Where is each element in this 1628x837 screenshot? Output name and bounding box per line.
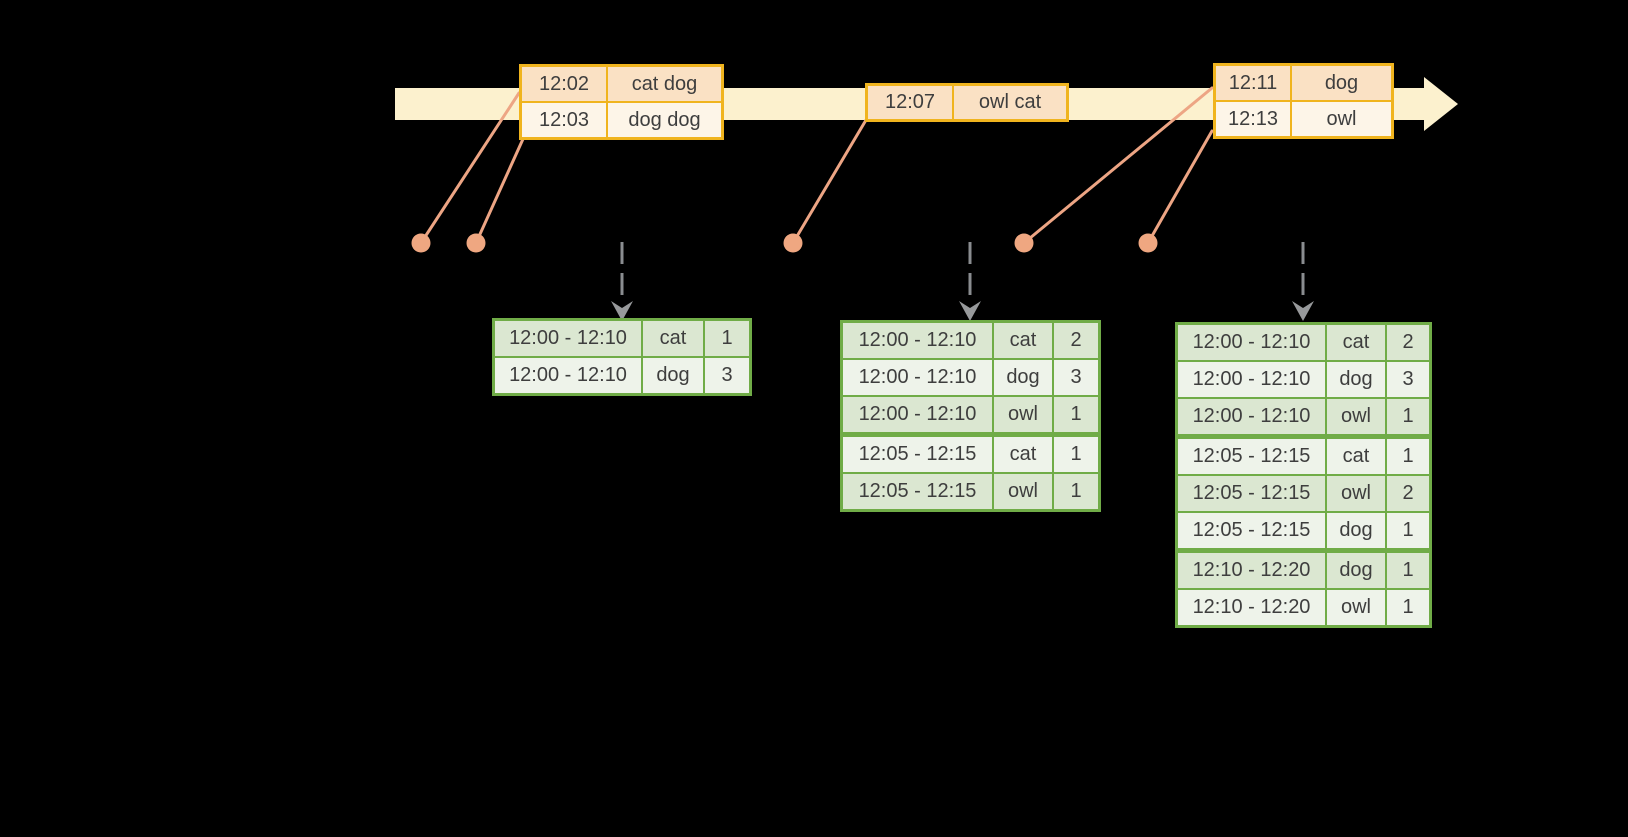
event-dot — [466, 233, 486, 253]
event-words-cell: owl cat — [954, 86, 1066, 119]
event-dot — [1014, 233, 1034, 253]
window-cell: 12:05 - 12:15 — [843, 437, 992, 472]
window-cell: 12:05 - 12:15 — [1178, 513, 1325, 548]
window-cell: 12:00 - 12:10 — [843, 397, 992, 432]
event-words-cell: dog dog — [608, 103, 721, 137]
count-cell: 2 — [1387, 325, 1429, 360]
event-dot — [1138, 233, 1158, 253]
table-row: 12:00 - 12:10 cat 1 — [495, 321, 749, 356]
count-cell: 1 — [1387, 399, 1429, 434]
word-cell: owl — [1327, 476, 1385, 511]
word-cell: dog — [1327, 362, 1385, 397]
event-time-cell: 12:02 — [522, 67, 606, 101]
table-row: 12:00 - 12:10 dog 3 — [843, 360, 1098, 395]
word-cell: dog — [1327, 513, 1385, 548]
event-words-cell: owl — [1292, 102, 1391, 136]
count-cell: 1 — [705, 321, 749, 356]
table-row: 12:00 - 12:10 cat 2 — [843, 323, 1098, 358]
count-cell: 1 — [1054, 397, 1098, 432]
trigger-arrowhead-icon — [1292, 301, 1314, 321]
window-cell: 12:00 - 12:10 — [495, 321, 641, 356]
word-cell: owl — [994, 397, 1052, 432]
table-row: 12:05 - 12:15 cat 1 — [1178, 439, 1429, 474]
word-cell: dog — [994, 360, 1052, 395]
word-cell: cat — [994, 437, 1052, 472]
result-table-1: 12:00 - 12:10 cat 1 12:00 - 12:10 dog 3 — [492, 318, 752, 396]
word-cell: cat — [1327, 439, 1385, 474]
count-cell: 1 — [1387, 590, 1429, 625]
event-time-cell: 12:11 — [1216, 66, 1290, 100]
window-cell: 12:00 - 12:10 — [1178, 362, 1325, 397]
event-words-cell: dog — [1292, 66, 1391, 100]
window-cell: 12:00 - 12:10 — [495, 358, 641, 393]
input-batch-table-1: 12:02 cat dog 12:03 dog dog — [519, 64, 724, 140]
window-cell: 12:05 - 12:15 — [843, 474, 992, 509]
count-cell: 3 — [1387, 362, 1429, 397]
count-cell: 2 — [1387, 476, 1429, 511]
window-cell: 12:10 - 12:20 — [1178, 553, 1325, 588]
window-cell: 12:10 - 12:20 — [1178, 590, 1325, 625]
window-cell: 12:00 - 12:10 — [843, 360, 992, 395]
count-cell: 1 — [1054, 474, 1098, 509]
table-row: 12:00 - 12:10 dog 3 — [495, 358, 749, 393]
table-row: 12:10 - 12:20 owl 1 — [1178, 590, 1429, 625]
table-row: 12:00 - 12:10 dog 3 — [1178, 362, 1429, 397]
connector-line — [1146, 129, 1214, 245]
word-cell: cat — [994, 323, 1052, 358]
connector-line — [474, 137, 525, 245]
word-cell: cat — [1327, 325, 1385, 360]
window-cell: 12:00 - 12:10 — [1178, 325, 1325, 360]
count-cell: 1 — [1387, 553, 1429, 588]
event-time-cell: 12:13 — [1216, 102, 1290, 136]
window-cell: 12:00 - 12:10 — [1178, 399, 1325, 434]
count-cell: 1 — [1387, 513, 1429, 548]
table-row: 12:10 - 12:20 dog 1 — [1178, 553, 1429, 588]
word-cell: owl — [994, 474, 1052, 509]
table-row: 12:05 - 12:15 cat 1 — [843, 437, 1098, 472]
word-cell: dog — [1327, 553, 1385, 588]
count-cell: 1 — [1387, 439, 1429, 474]
count-cell: 3 — [705, 358, 749, 393]
connector-line — [791, 118, 868, 245]
window-cell: 12:05 - 12:15 — [1178, 476, 1325, 511]
window-cell: 12:05 - 12:15 — [1178, 439, 1325, 474]
table-row: 12:05 - 12:15 dog 1 — [1178, 513, 1429, 548]
word-cell: owl — [1327, 399, 1385, 434]
event-words-cell: cat dog — [608, 67, 721, 101]
word-cell: owl — [1327, 590, 1385, 625]
result-table-2: 12:00 - 12:10 cat 2 12:00 - 12:10 dog 3 … — [840, 320, 1101, 512]
count-cell: 3 — [1054, 360, 1098, 395]
timeline-arrow-head — [1424, 77, 1458, 131]
table-row: 12:00 - 12:10 cat 2 — [1178, 325, 1429, 360]
word-cell: cat — [643, 321, 703, 356]
table-row: 12:00 - 12:10 owl 1 — [843, 397, 1098, 432]
input-batch-table-2: 12:07 owl cat — [865, 83, 1069, 122]
result-table-3: 12:00 - 12:10 cat 2 12:00 - 12:10 dog 3 … — [1175, 322, 1432, 628]
count-cell: 2 — [1054, 323, 1098, 358]
window-cell: 12:00 - 12:10 — [843, 323, 992, 358]
count-cell: 1 — [1054, 437, 1098, 472]
trigger-arrowhead-icon — [959, 301, 981, 321]
event-time-cell: 12:07 — [868, 86, 952, 119]
table-row: 12:05 - 12:15 owl 1 — [843, 474, 1098, 509]
event-dot — [783, 233, 803, 253]
table-row: 12:00 - 12:10 owl 1 — [1178, 399, 1429, 434]
input-batch-table-3: 12:11 dog 12:13 owl — [1213, 63, 1394, 139]
word-cell: dog — [643, 358, 703, 393]
table-row: 12:05 - 12:15 owl 2 — [1178, 476, 1429, 511]
event-time-cell: 12:03 — [522, 103, 606, 137]
event-dot — [411, 233, 431, 253]
